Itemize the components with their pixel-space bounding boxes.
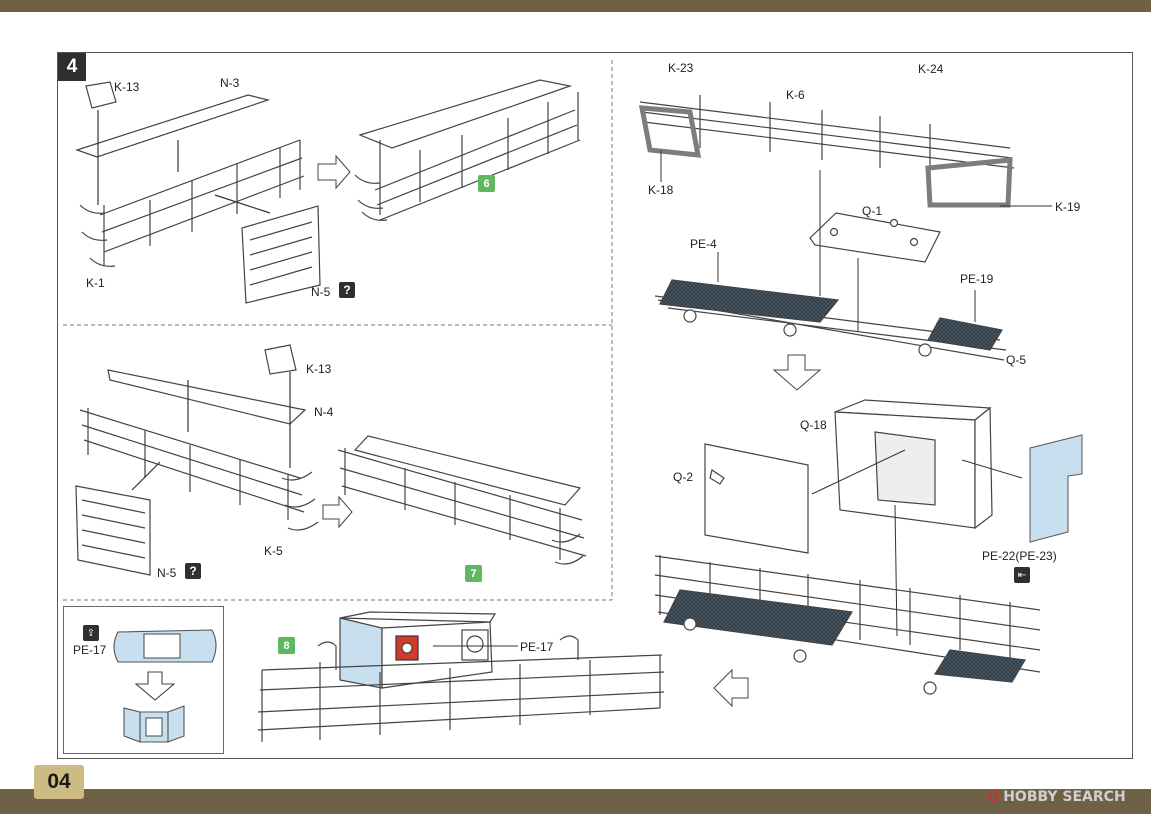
- arrow-down-icon: [772, 354, 822, 391]
- label-k5: K-5: [264, 544, 283, 558]
- label-pe17-inset: PE-17: [73, 643, 107, 657]
- inset-pe17: [113, 629, 217, 743]
- top-band: [0, 0, 1151, 12]
- label-n3: N-3: [220, 76, 240, 90]
- flip-icon: ⇤: [1014, 567, 1030, 583]
- label-k23: K-23: [668, 61, 694, 75]
- part-q2: [704, 443, 809, 554]
- label-k24: K-24: [918, 62, 944, 76]
- label-n5-top: N-5: [311, 285, 331, 299]
- step-number: 4: [58, 53, 86, 81]
- hobby-search-logo-icon: ⛭: [988, 789, 1000, 805]
- label-k13-top: K-13: [114, 80, 140, 94]
- arrow-left-icon: [713, 668, 749, 708]
- label-k6: K-6: [786, 88, 805, 102]
- step-frame: [57, 52, 1133, 759]
- substep-6: 6: [478, 175, 495, 192]
- watermark: ⛭ HOBBY SEARCH: [988, 786, 1148, 808]
- label-pe19: PE-19: [960, 272, 994, 286]
- leader-q18: [894, 504, 898, 637]
- part-q18: [834, 399, 993, 530]
- substep-8: 8: [278, 637, 295, 654]
- assembled-railing-7: [337, 435, 587, 565]
- assembled-railing-6: [354, 79, 581, 221]
- assembled-vehicle-8: [257, 611, 665, 742]
- label-k13-mid: K-13: [306, 362, 332, 376]
- page-number: 04: [34, 765, 84, 799]
- floor-frame: [654, 279, 1007, 361]
- label-pe4: PE-4: [690, 237, 717, 251]
- label-q5: Q-5: [1006, 353, 1027, 367]
- panel-n5-top: [241, 205, 321, 304]
- railing-k1-assembly: [75, 81, 305, 267]
- label-q1: Q-1: [862, 204, 883, 218]
- arrow-right-icon: [322, 495, 353, 529]
- part-q1: [809, 212, 941, 263]
- part-k19: [925, 157, 1013, 208]
- substep-7: 7: [465, 565, 482, 582]
- bottom-band: [0, 789, 1151, 814]
- label-n4: N-4: [314, 405, 334, 419]
- label-k18: K-18: [648, 183, 674, 197]
- watermark-text: HOBBY SEARCH: [1003, 789, 1126, 805]
- part-pe22: [1029, 434, 1083, 543]
- arrow-right-icon: [317, 154, 351, 190]
- label-q18: Q-18: [800, 418, 827, 432]
- floor-final: [654, 555, 1041, 695]
- railing-k5-assembly: [79, 344, 319, 531]
- label-n5-mid: N-5: [157, 566, 177, 580]
- leader-q2: [811, 449, 906, 495]
- label-k1: K-1: [86, 276, 105, 290]
- label-pe17-main: PE-17: [520, 640, 554, 654]
- label-k19: K-19: [1055, 200, 1081, 214]
- label-q2: Q-2: [673, 470, 694, 484]
- question-icon: ?: [339, 282, 355, 298]
- leader-pe22: [961, 459, 1023, 479]
- flip-icon: ⇪: [83, 625, 99, 641]
- inset-frame: [63, 606, 224, 754]
- label-pe22: PE-22(PE-23): [982, 549, 1057, 563]
- railing-k6-assembly: [639, 95, 1015, 178]
- panel-n5-mid: [75, 485, 151, 576]
- part-k18: [638, 105, 702, 158]
- question-icon: ?: [185, 563, 201, 579]
